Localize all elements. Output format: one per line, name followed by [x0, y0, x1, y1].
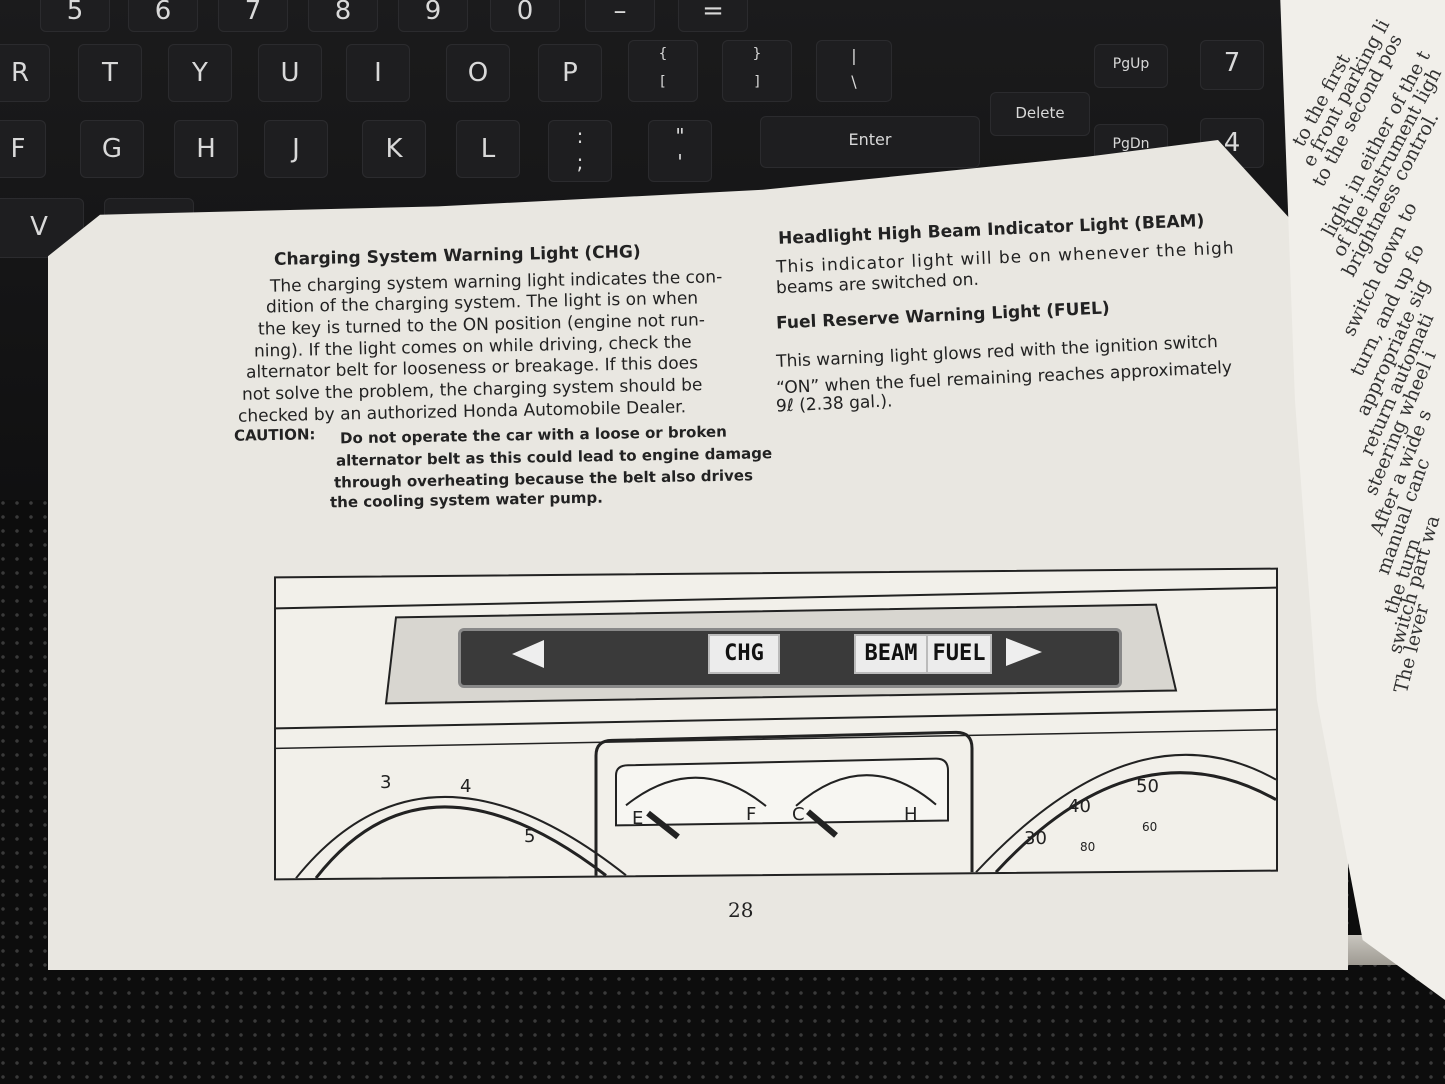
- tach-4: 4: [460, 776, 472, 797]
- key-num7: 7: [1200, 40, 1264, 90]
- key-bracket-left: {[: [628, 40, 698, 102]
- key-r: R: [0, 44, 50, 102]
- key-6: 6: [128, 0, 198, 32]
- key-backslash: |\: [816, 40, 892, 102]
- speedo-40: 40: [1068, 796, 1091, 817]
- key-u: U: [258, 44, 322, 102]
- speedo-30: 30: [1024, 828, 1047, 849]
- key-pgup: PgUp: [1094, 44, 1168, 88]
- key-t: T: [78, 44, 142, 102]
- key-semicolon: :;: [548, 120, 612, 182]
- key-v: V: [0, 198, 84, 258]
- fuel-e: E: [632, 808, 644, 829]
- indicator-chg: CHG: [708, 634, 780, 674]
- key-p: P: [538, 44, 602, 102]
- speedo-50: 50: [1136, 776, 1159, 797]
- key-j: J: [264, 120, 328, 178]
- key-9: 9: [398, 0, 468, 32]
- key-bracket-right: }]: [722, 40, 792, 102]
- dashboard-illustration: [274, 567, 1278, 881]
- temp-c: C: [792, 804, 805, 825]
- key-o: O: [446, 44, 510, 102]
- indicator-beam: BEAM: [854, 634, 928, 674]
- dashboard-drawing: [275, 586, 1277, 879]
- key-equals: =: [678, 0, 748, 32]
- key-minus: –: [585, 0, 655, 32]
- indicator-fuel: FUEL: [926, 634, 992, 674]
- key-y: Y: [168, 44, 232, 102]
- key-enter: Enter: [760, 116, 980, 168]
- key-l: L: [456, 120, 520, 178]
- speedo-80: 80: [1080, 840, 1096, 854]
- fuel-f: F: [746, 804, 757, 825]
- caution-label: CAUTION:: [233, 425, 316, 445]
- temp-h: H: [904, 804, 918, 825]
- key-delete: Delete: [990, 92, 1090, 136]
- page-number: 28: [728, 898, 754, 922]
- key-g: G: [80, 120, 144, 178]
- key-5: 5: [40, 0, 110, 32]
- left-turn-arrow-icon: [512, 640, 544, 668]
- key-0: 0: [490, 0, 560, 32]
- key-7: 7: [218, 0, 288, 32]
- speedo-60: 60: [1142, 820, 1158, 834]
- tach-3: 3: [380, 772, 392, 793]
- key-f: F: [0, 120, 46, 178]
- key-k: K: [362, 120, 426, 178]
- key-8: 8: [308, 0, 378, 32]
- right-turn-arrow-icon: [1006, 638, 1042, 666]
- key-i: I: [346, 44, 410, 102]
- key-h: H: [174, 120, 238, 178]
- key-quote: "': [648, 120, 712, 182]
- tach-5: 5: [524, 826, 536, 847]
